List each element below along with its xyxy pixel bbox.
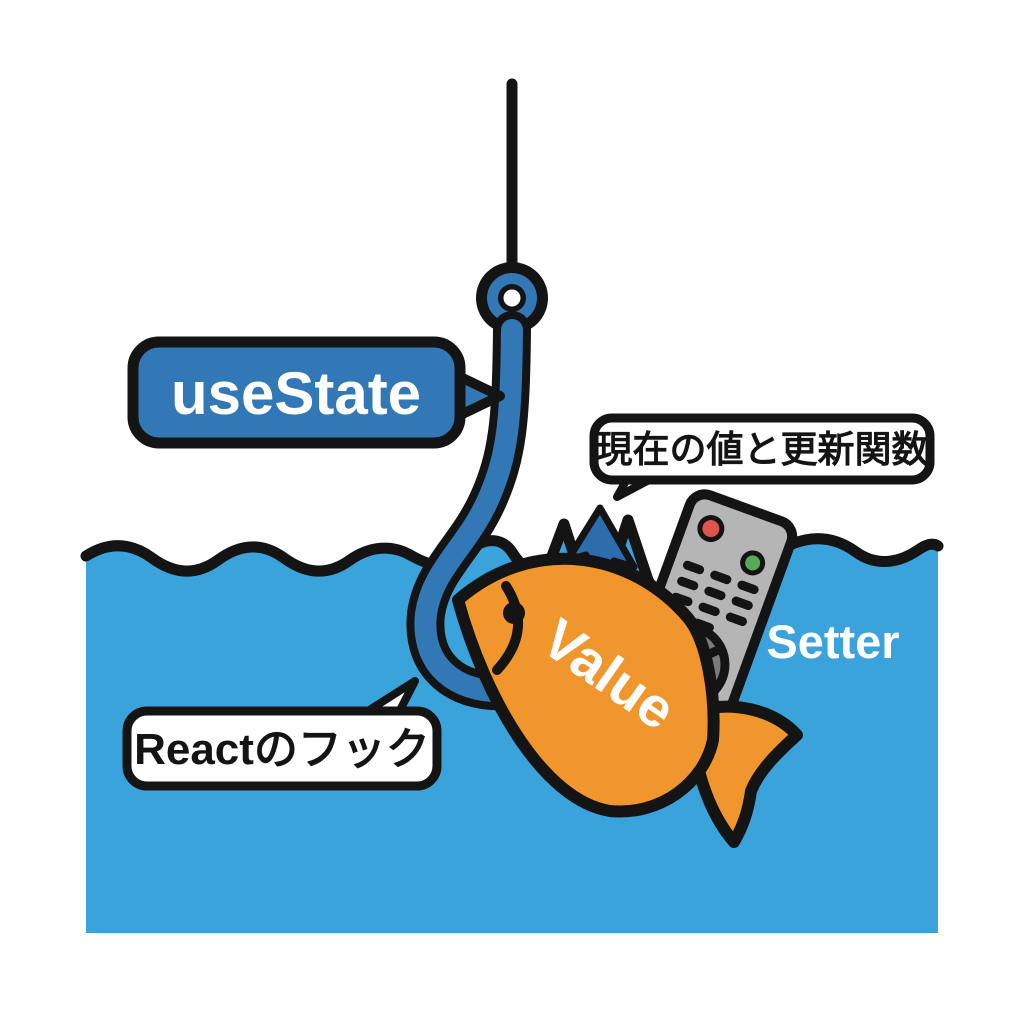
setter-label: Setter: [766, 615, 899, 668]
remote-green-button: [740, 550, 766, 576]
fish-gill: [492, 581, 523, 675]
react-hook-label: Reactのフック: [134, 725, 430, 774]
speech-bubble-usestate: useState: [127, 336, 505, 449]
remote-power-button: [697, 515, 725, 543]
return-value-label: 現在の値と更新関数: [596, 429, 929, 470]
fish-eye: [503, 602, 525, 624]
speech-bubble-return-value: 現在の値と更新関数: [589, 413, 935, 501]
fish-icon: Value: [452, 552, 803, 848]
usestate-label: useState: [171, 360, 421, 427]
hook-eye: [476, 262, 548, 334]
remote-keys: [665, 560, 759, 633]
speech-bubble-react-hook: Reactのフック: [122, 677, 442, 791]
